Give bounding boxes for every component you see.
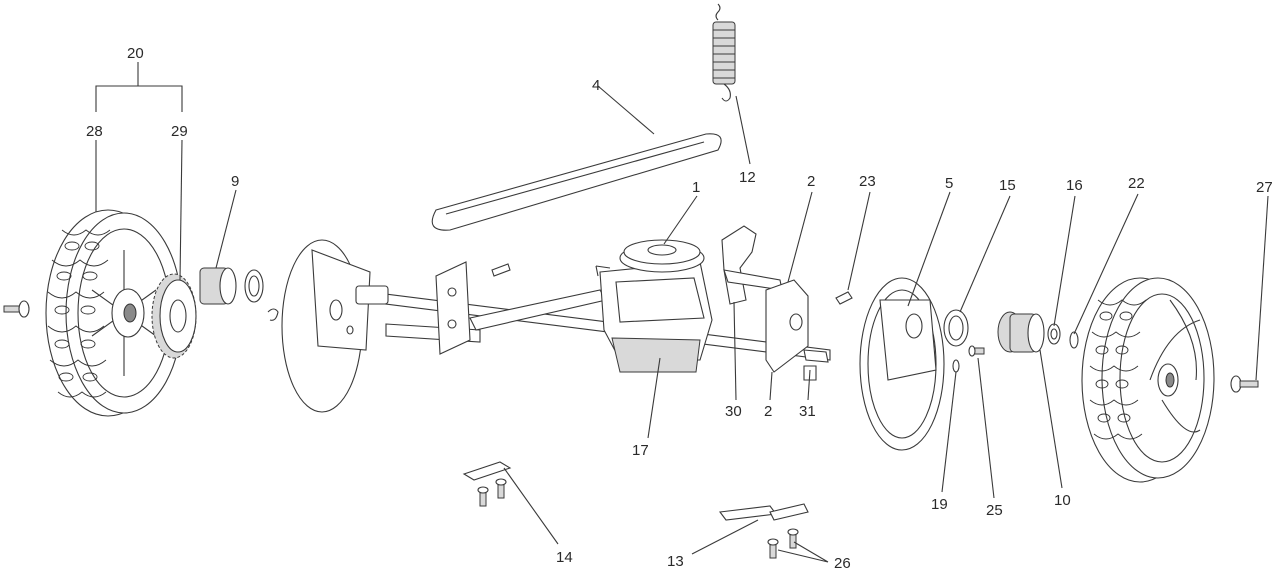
left-cover-disc [281, 239, 371, 413]
spring [712, 3, 736, 102]
label-17: 17 [632, 442, 649, 459]
label-14: 14 [556, 549, 573, 566]
drive-belt [431, 133, 722, 231]
right-bracket [765, 279, 829, 381]
label-5: 5 [945, 175, 953, 192]
label-13: 13 [667, 553, 684, 570]
clip-14 [462, 461, 512, 507]
left-gear [151, 273, 197, 359]
label-12: 12 [739, 169, 756, 186]
left-pinion [199, 267, 279, 321]
label-10: 10 [1054, 492, 1071, 509]
right-wheel [1081, 277, 1259, 483]
label-28: 28 [86, 123, 103, 140]
right-pinion [997, 311, 1079, 353]
label-16: 16 [1066, 177, 1083, 194]
label-29: 29 [171, 123, 188, 140]
label-2-top: 2 [807, 173, 815, 190]
label-22: 22 [1128, 175, 1145, 192]
gearbox [595, 239, 713, 373]
shift-lever [721, 225, 783, 305]
axle-assembly [355, 261, 831, 361]
clip-13 [718, 503, 809, 559]
label-9: 9 [231, 173, 239, 190]
label-25: 25 [986, 502, 1003, 519]
label-1: 1 [692, 179, 700, 196]
label-4: 4 [592, 77, 600, 94]
label-15: 15 [999, 177, 1016, 194]
label-2-bottom: 2 [764, 403, 772, 420]
label-19: 19 [931, 496, 948, 513]
label-23: 23 [859, 173, 876, 190]
right-cover-disc [859, 277, 945, 451]
leader-lines [95, 62, 1269, 563]
label-20: 20 [127, 45, 144, 62]
label-31: 31 [799, 403, 816, 420]
washers-right [943, 309, 985, 373]
label-26: 26 [834, 555, 851, 572]
pin-23 [835, 291, 853, 305]
label-27: 27 [1256, 179, 1273, 196]
label-30: 30 [725, 403, 742, 420]
part-labels: 20 28 29 9 4 12 1 2 23 5 15 16 22 27 30 … [86, 45, 1273, 572]
